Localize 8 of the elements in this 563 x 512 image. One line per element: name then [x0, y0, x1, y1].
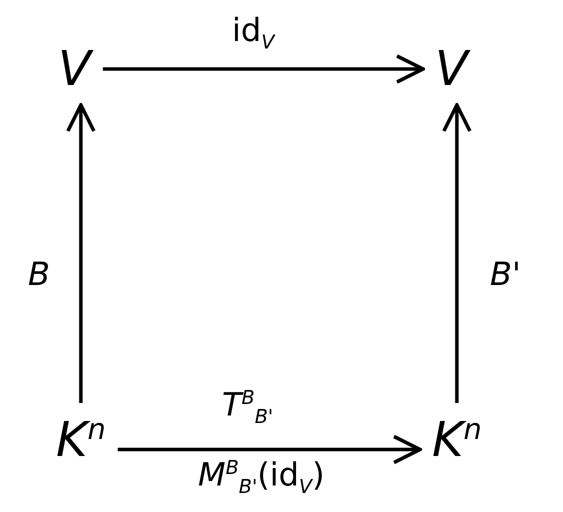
- math-symbol: K$^{n}$: [56, 415, 106, 464]
- math-symbol: K$^{n}$: [432, 415, 482, 464]
- math-symbol: V: [435, 45, 468, 93]
- arrow: [66, 103, 96, 403]
- arrow: [102, 54, 425, 84]
- math-symbol: V: [58, 45, 91, 93]
- arrow: [118, 434, 422, 464]
- arrow: [442, 103, 472, 403]
